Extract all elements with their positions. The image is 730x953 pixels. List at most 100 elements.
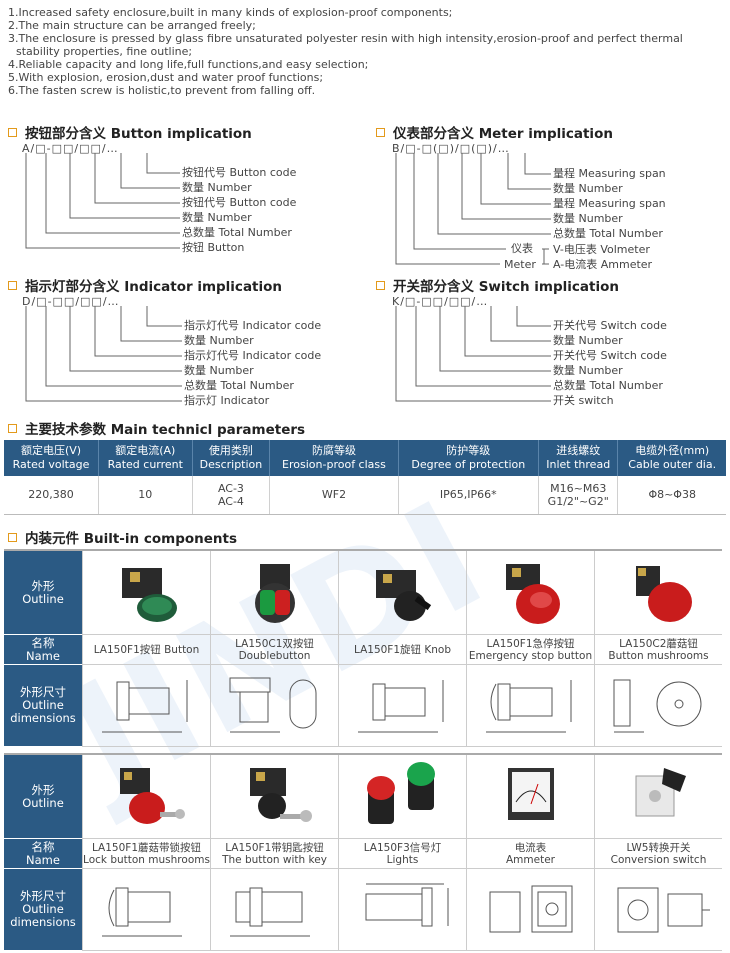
knob-icon: [375, 569, 431, 621]
meter-type-en: Meter: [504, 258, 536, 271]
button-label: 总数量 Total Number: [182, 226, 292, 239]
indicator-label: 总数量 Total Number: [184, 379, 294, 392]
params-table: 额定电压(V)Rated voltage 额定电流(A)Rated curren…: [4, 440, 726, 515]
switch-label: 开关 switch: [553, 394, 614, 407]
intro-item: stability properties, fine outline;: [16, 45, 193, 58]
dimension-drawing-icon: [357, 679, 443, 732]
square-icon: [8, 533, 17, 542]
meter-section-title: 仪表部分含义 Meter implication: [376, 122, 613, 142]
double-button-icon: [254, 563, 295, 623]
dimension-drawing-icon: [489, 885, 572, 932]
button-label: 按钮 Button: [182, 241, 245, 254]
dimension-drawing-icon: [229, 677, 316, 732]
dimension-drawing-icon: [101, 679, 187, 732]
indicator-code: D/□-□□/□□/…: [22, 295, 120, 308]
switch-section-title: 开关部分含义 Switch implication: [376, 275, 619, 295]
signal-light-icon: [366, 761, 435, 824]
indicator-label: 数量 Number: [184, 364, 254, 377]
square-icon: [376, 281, 385, 290]
dimension-drawing-icon: [613, 679, 701, 732]
meter-label: 数量 Number: [553, 182, 623, 195]
dimension-drawing-icon: [617, 887, 710, 932]
switch-label: 数量 Number: [553, 334, 623, 347]
dimension-drawing-icon: [101, 887, 182, 936]
square-icon: [376, 128, 385, 137]
button-section-title: 按钮部分含义 Button implication: [8, 122, 252, 142]
component-image: [594, 755, 722, 839]
dimension-drawing: [466, 869, 594, 951]
component-image: [466, 551, 594, 635]
button-code: A/□-□□/□□/…: [22, 142, 119, 155]
table-header: 额定电压(V)Rated voltage: [4, 440, 100, 476]
button-label: 数量 Number: [182, 181, 252, 194]
meter-label: 量程 Measuring span: [553, 167, 666, 180]
button-label: 数量 Number: [182, 211, 252, 224]
meter-label: 量程 Measuring span: [553, 197, 666, 210]
intro-item: 1.Increased safety enclosure,built in ma…: [8, 6, 453, 19]
component-image: [594, 551, 722, 635]
dimension-drawing: [594, 869, 722, 951]
table-header-row: 额定电压(V)Rated voltage 额定电流(A)Rated curren…: [4, 440, 726, 476]
meter-label: 总数量 Total Number: [553, 227, 663, 240]
dimension-drawing-icon: [229, 887, 310, 936]
meter-type-cn: 仪表: [511, 242, 533, 255]
switch-label: 数量 Number: [553, 364, 623, 377]
component-image: [466, 755, 594, 839]
builtin-section-title: 内装元件 Built-in components: [8, 527, 237, 547]
dimension-drawing: [82, 869, 210, 951]
key-button-icon: [249, 767, 312, 822]
lock-mushroom-icon: [119, 767, 185, 824]
dimension-drawing: [210, 869, 338, 951]
square-icon: [8, 128, 17, 137]
switch-label: 总数量 Total Number: [553, 379, 663, 392]
component-name: LA150F1按钮 Button: [82, 635, 210, 665]
intro-list: 1.Increased safety enclosure,built in ma…: [8, 6, 724, 97]
table-cell: WF2: [269, 476, 399, 515]
indicator-section-title: 指示灯部分含义 Indicator implication: [8, 275, 282, 295]
table-cell: 10: [98, 476, 193, 515]
dimension-drawing: [210, 665, 338, 747]
params-section-title: 主要技术参数 Main technicl parameters: [8, 418, 305, 438]
intro-item: 4.Reliable capacity and long life,full f…: [8, 58, 369, 71]
dimension-drawing: [594, 665, 722, 747]
dimension-drawing: [82, 665, 210, 747]
meter-volt: V-电压表 Volmeter: [553, 243, 650, 256]
component-image: [82, 551, 210, 635]
button-label: 按钮代号 Button code: [182, 166, 297, 179]
table-header: 电缆外径(mm)Cable outer dia.: [617, 440, 726, 476]
indicator-label: 指示灯代号 Indicator code: [184, 319, 322, 332]
meter-code: B/□-□(□)/□(□)/…: [392, 142, 510, 155]
intro-item: 2.The main structure can be arranged fre…: [8, 19, 256, 32]
square-icon: [8, 424, 17, 433]
intro-item: 5.With explosion, erosion,dust and water…: [8, 71, 324, 84]
intro-item: 6.The fasten screw is holistic,to preven…: [8, 84, 316, 97]
dimension-drawing: [338, 869, 466, 951]
switch-label: 开关代号 Switch code: [553, 349, 667, 362]
emergency-stop-icon: [505, 563, 560, 624]
